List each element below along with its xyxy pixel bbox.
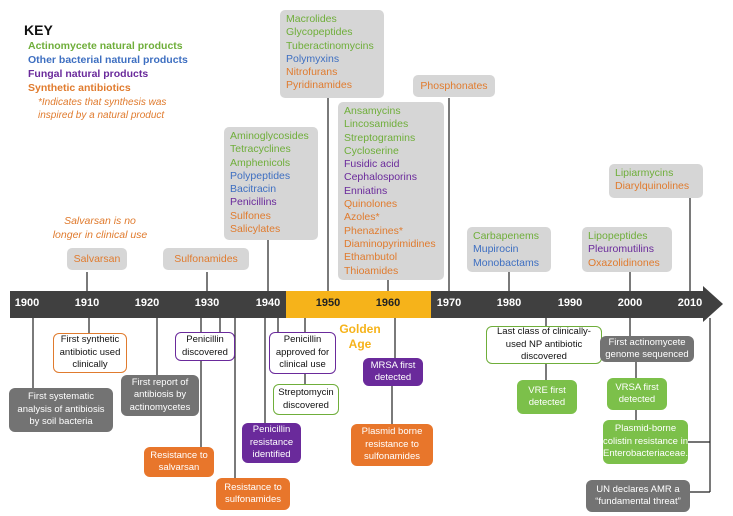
antibiotic-class-item: Pleuromutilins	[588, 243, 654, 256]
salvarsan-note: Salvarsan is no longer in clinical use	[42, 214, 158, 242]
antibiotic-class-item: Bacitracin	[230, 183, 277, 196]
event-resistance-salvarsan: Resistance to salvarsan	[144, 447, 214, 477]
key-fungal: Fungal natural products	[28, 68, 149, 80]
year-label: 1990	[557, 297, 583, 309]
event-penicillin-discovered: Penicillin discovered	[175, 332, 235, 361]
key-note-line-1: *Indicates that synthesis was	[38, 97, 167, 108]
salvarsan-note-line-1: Salvarsan is no	[64, 215, 136, 227]
year-label: 1980	[496, 297, 522, 309]
salvarsan-note-line-2: longer in clinical use	[52, 229, 148, 241]
event-vre-detected: VRE first detected	[517, 380, 577, 414]
class-label-phosphonates: Phosphonates	[413, 75, 495, 97]
antibiotic-class-item: Lincosamides	[344, 118, 409, 131]
antibiotic-class-item: Salicylates	[230, 223, 281, 236]
year-label: 1940	[255, 297, 281, 309]
key-title: KEY	[24, 22, 53, 38]
golden-age-line-2: Age	[348, 337, 372, 351]
timeline-arrow-icon	[703, 286, 723, 322]
antibiotic-class-item: Enniatins	[344, 184, 388, 197]
antibiotic-class-item: Penicillins	[230, 196, 277, 209]
antibiotic-class-item: Ethambutol	[344, 251, 398, 264]
year-label: 1920	[134, 297, 160, 309]
class-label-sulfonamides: Sulfonamides	[163, 248, 249, 270]
year-label: 2000	[617, 297, 643, 309]
event-penicillin-resistance: Penicillin resistance identified	[242, 423, 301, 463]
year-label: 1960	[375, 297, 401, 309]
antibiotic-class-item: Amphenicols	[230, 156, 291, 169]
year-label: 1950	[315, 297, 341, 309]
antibiotic-class-item: Azoles*	[344, 211, 380, 224]
golden-age-band	[286, 291, 431, 318]
golden-age-line-1: Golden	[339, 322, 381, 336]
antibiotic-class-item: Phenazines*	[344, 224, 403, 237]
key-synthetic: Synthetic antibiotics	[28, 82, 131, 94]
antibiotic-class-item: Polymyxins	[286, 52, 340, 65]
antibiotic-class-item: Diaminopyrimidines	[344, 237, 436, 250]
antibiotic-class-item: Cycloserine	[344, 144, 399, 157]
antibiotic-class-item: Tuberactinomycins	[286, 39, 374, 52]
antibiotic-class-item: Ansamycins	[344, 105, 401, 117]
key-bacterial: Other bacterial natural products	[28, 54, 188, 66]
antibiotic-class-item: Monobactams	[473, 256, 539, 269]
year-label: 1970	[436, 297, 462, 309]
antibiotic-class-item: Sulfones	[230, 209, 271, 222]
antibiotic-class-item: Fusidic acid	[344, 158, 400, 171]
event-first-systematic-analysis: First systematic analysis of antibiosis …	[9, 388, 113, 432]
antibiotic-class-item: Aminoglycosides	[230, 130, 309, 142]
year-label: 1910	[74, 297, 100, 309]
antibiotic-class-item: Diarylquinolines	[615, 180, 690, 193]
antibiotic-class-item: Carbapenems	[473, 230, 539, 242]
event-plasmid-sulfonamides: Plasmid borne resistance to sulfonamides	[351, 424, 433, 466]
antibiotic-class-item: Tetracyclines	[230, 143, 291, 156]
event-first-report-actinomycetes: First report of antibiosis by actinomyce…	[121, 375, 199, 416]
year-label: 1930	[194, 297, 220, 309]
year-label: 1900	[14, 297, 40, 309]
event-plasmid-colistin: Plasmid-borne colistin resistance in Ent…	[603, 420, 688, 464]
year-label: 2010	[677, 297, 703, 309]
event-un-amr-threat: UN declares AMR a “fundamental threat”	[586, 480, 690, 512]
antibiotic-class-item: Lipiarmycins	[615, 167, 674, 179]
event-first-synthetic-antibiotic: First synthetic antibiotic used clinical…	[53, 333, 127, 373]
event-vrsa-detected: VRSA first detected	[607, 378, 667, 410]
key-note-line-2: inspired by a natural product	[38, 110, 165, 121]
event-streptomycin-discovered: Streptomycin discovered	[273, 384, 339, 415]
class-label-salvarsan: Salvarsan	[67, 248, 127, 270]
key-note: *Indicates that synthesis was inspired b…	[38, 96, 166, 122]
event-actinomycete-genome: First actinomycete genome sequenced	[600, 336, 694, 362]
event-penicillin-approved: Penicillin approved for clinical use	[269, 332, 336, 374]
antibiotic-class-item: Quinolones	[344, 198, 398, 211]
antibiotic-class-item: Mupirocin	[473, 243, 519, 256]
event-resistance-sulfonamides: Resistance to sulfonamides	[216, 478, 290, 510]
golden-age-label: Golden Age	[330, 322, 390, 352]
antibiotic-class-item: Glycopeptides	[286, 26, 353, 39]
antibiotic-class-item: Polypeptides	[230, 169, 291, 182]
event-mrsa-detected: MRSA first detected	[363, 358, 423, 386]
antibiotic-class-item: Pyridinamides	[286, 79, 352, 92]
key-actinomycete: Actinomycete natural products	[28, 40, 183, 52]
antibiotic-class-item: Nitrofurans	[286, 66, 338, 79]
antibiotic-class-item: Thioamides	[344, 264, 399, 277]
antibiotic-class-item: Macrolides	[286, 13, 337, 25]
antibiotic-class-item: Lipopeptides	[588, 230, 648, 242]
event-last-np-class: Last class of clinically-used NP antibio…	[486, 326, 602, 364]
antibiotic-class-item: Cephalosporins	[344, 171, 417, 184]
antibiotic-class-item: Oxazolidinones	[588, 256, 660, 269]
antibiotic-class-item: Streptogramins	[344, 131, 416, 144]
